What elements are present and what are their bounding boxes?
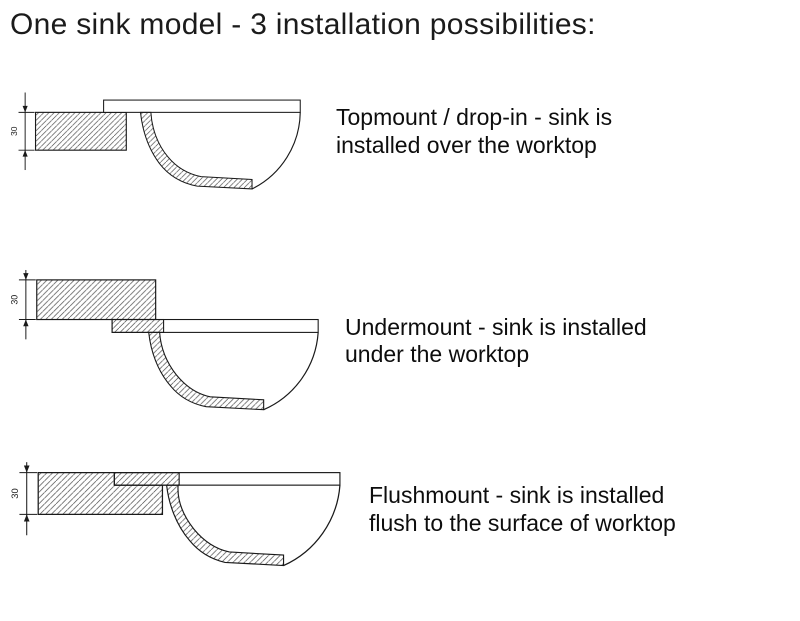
description-line: Topmount / drop-in - sink is [336,104,613,130]
topmount-description: Topmount / drop-in - sink is installed o… [336,104,612,159]
description-line: installed over the worktop [336,131,597,158]
sink-cross-section [111,318,319,410]
sink-flange-section [113,472,180,486]
dimension-marker: 30 [10,92,35,171]
description-line: Undermount - sink is installed [345,313,647,340]
sink-flange-section [111,318,165,333]
sink-wall-section [148,331,265,410]
sink-cross-section [113,472,341,567]
description-line: flush to the surface of worktop [369,509,676,536]
section-undermount: 30 Undermount - sink is installed under … [10,268,800,419]
sink-rim-band [103,99,301,113]
page-title: One sink model - 3 installation possibil… [10,8,596,41]
sink-wall-section [165,484,285,567]
flushmount-description: Flushmount - sink is installed flush to … [369,482,676,537]
flushmount-diagram: 30 [10,462,341,567]
dimension-label: 30 [10,489,20,499]
bowl-outline-arc [283,485,341,567]
bowl-outline-arc [263,331,319,410]
dimension-label: 30 [10,294,19,304]
worktop-cross-section [34,111,127,151]
undermount-description: Undermount - sink is installed under the… [345,314,647,369]
worktop-cross-section [36,278,157,320]
topmount-diagram: 30 [10,92,301,190]
dimension-marker: 30 [10,269,36,339]
section-flushmount: 30 Flushmount - sink is installed flush … [10,458,800,578]
undermount-diagram: 30 [10,269,319,410]
bowl-outline-arc [251,112,301,190]
sink-cross-section [103,99,301,190]
section-topmount: 30 Topmount / drop-in - sink is installe… [10,84,800,212]
description-line: under the worktop [345,341,530,368]
description-line: Flushmount - sink is installed [369,482,665,509]
dimension-marker: 30 [10,462,38,536]
dimension-label: 30 [10,126,19,136]
sink-wall-section [139,111,253,190]
